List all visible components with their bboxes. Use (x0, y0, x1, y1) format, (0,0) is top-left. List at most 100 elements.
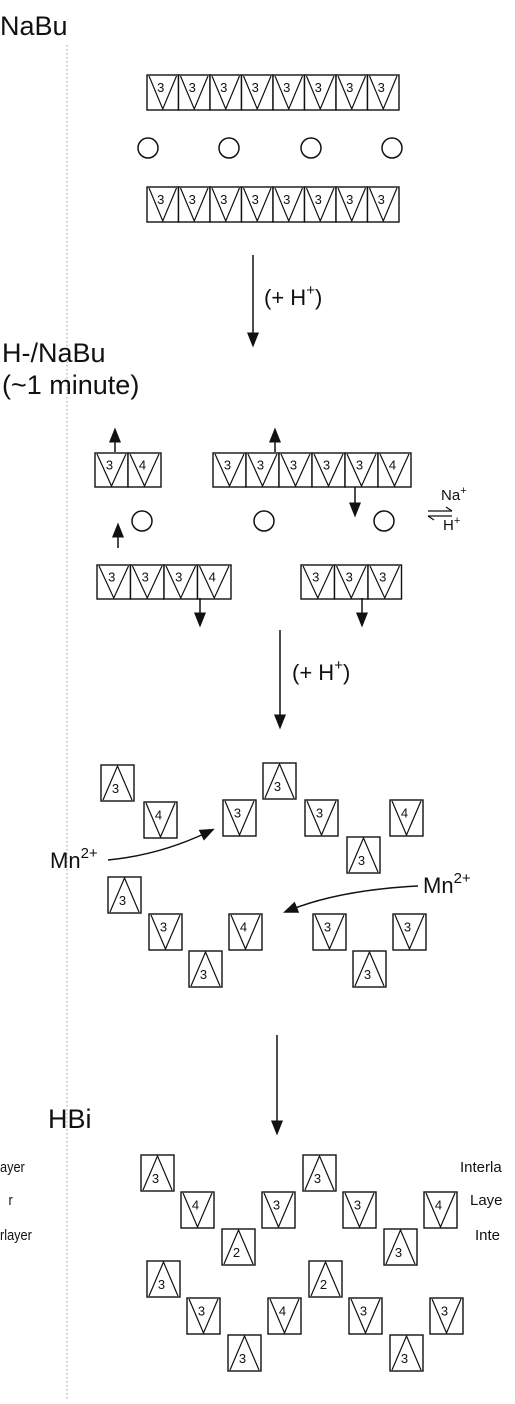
frag-a-oct-0-number: 3 (112, 781, 119, 796)
nabu-bottom-oct-7-box (366, 186, 400, 223)
nabu-bottom-oct-5-triangle (305, 187, 335, 223)
frag-a-oct-1-triangle (145, 802, 176, 839)
frag-b-oct-0-number: 3 (234, 805, 241, 820)
nabu-bottom-oct-2-number: 3 (220, 192, 227, 207)
hnabu-top-left-oct-0-number: 3 (106, 457, 113, 472)
frag-b-oct-2-number: 3 (316, 805, 323, 820)
hbi2-oct-7-number: 3 (441, 1303, 448, 1318)
hnabu-top-right-oct-5-triangle (379, 453, 410, 488)
hbi1-oct-1-triangle (182, 1192, 213, 1229)
nabu-top-oct-4-triangle (274, 75, 304, 111)
hbi1-oct-0-box (140, 1154, 175, 1192)
nabu-top-oct-6-number: 3 (346, 80, 353, 95)
frag-b-oct-2-box (304, 799, 339, 837)
label-nabu: NaBu (0, 11, 68, 41)
frag-c-oct-0-number: 3 (119, 893, 126, 908)
frag-a-oct-0-triangle (102, 764, 133, 801)
hnabu-top-right-oct-3-number: 3 (323, 457, 330, 472)
mn-arrow-right (283, 885, 419, 913)
label-time: (~1 minute) (2, 370, 139, 400)
hbi2-oct-4-triangle (310, 1260, 341, 1297)
hbi1-oct-5-number: 3 (354, 1197, 361, 1212)
frag-d-oct-2-triangle (394, 914, 425, 951)
hbi1-oct-5-box (342, 1191, 377, 1229)
nabu-bottom-oct-4-number: 3 (283, 192, 290, 207)
hbi1-oct-2-triangle (223, 1228, 254, 1265)
frag-b-oct-3-number: 3 (358, 853, 365, 868)
hnabu-top-left-oct-1-box (127, 452, 162, 488)
hnabu-bottom-left-oct-2-number: 3 (175, 569, 182, 584)
hnabu-top-right-oct-4-number: 3 (356, 457, 363, 472)
na-ion-label: Na+ (441, 485, 467, 504)
nabu-bottom-oct-6-number: 3 (346, 192, 353, 207)
hnabu-top-right-oct-2-number: 3 (290, 457, 297, 472)
h-ion-label: H+ (443, 515, 460, 534)
hbi1-oct-3-number: 3 (273, 1197, 280, 1212)
nabu-top-oct-2-number: 3 (220, 80, 227, 95)
frag-d-oct-1-number: 3 (364, 967, 371, 982)
hbi1-oct-3-triangle (263, 1192, 294, 1229)
frag-d-oct-1-triangle (354, 950, 385, 987)
frag-c-oct-0-triangle (109, 876, 140, 913)
sodium-circle-4 (131, 510, 153, 532)
frag-b-oct-4-number: 4 (401, 805, 408, 820)
frag-c-oct-1-number: 3 (160, 919, 167, 934)
mn-ion-right: Mn2+ (423, 870, 471, 898)
hbi2-oct-0-triangle (148, 1260, 179, 1297)
nabu-bottom-oct-5-number: 3 (315, 192, 322, 207)
frag-d-oct-0-triangle (314, 914, 345, 951)
sodium-circle-2 (300, 137, 322, 159)
mn-ion-left: Mn2+ (50, 845, 98, 873)
frag-c-oct-2-triangle (190, 950, 221, 987)
hbi2-oct-6-triangle (391, 1334, 422, 1371)
hbi2-oct-1-number: 3 (198, 1303, 205, 1318)
sodium-circle-0 (137, 137, 159, 159)
hnabu-bottom-left-oct-3-number: 4 (209, 569, 216, 584)
label-hbi: HBi (48, 1104, 92, 1134)
hnabu-bottom-left-oct-2-triangle (165, 565, 197, 600)
nabu-bottom-oct-5-box (303, 186, 337, 223)
hbi2-oct-3-number: 4 (279, 1303, 286, 1318)
hbi2-oct-2-triangle (229, 1334, 260, 1371)
nabu-top-oct-7-number: 3 (378, 80, 385, 95)
frag-b-oct-4-box (389, 799, 424, 837)
frag-b-oct-1-box (262, 762, 297, 800)
sodium-circle-5 (253, 510, 275, 532)
frag-b-oct-1-number: 3 (274, 779, 281, 794)
nabu-bottom-oct-0-triangle (148, 187, 178, 223)
hbi1-oct-7-number: 4 (435, 1197, 442, 1212)
hnabu-bottom-left-oct-0-number: 3 (108, 569, 115, 584)
frag-c-oct-2-box (188, 950, 223, 988)
nabu-top-oct-2-triangle (211, 75, 241, 111)
hnabu-bottom-right-oct-1-triangle (335, 565, 367, 600)
hbi1-oct-0-number: 3 (152, 1171, 159, 1186)
nabu-bottom-oct-6-triangle (337, 187, 367, 223)
hnabu-top-left-oct-0-triangle (96, 453, 127, 488)
hbi2-oct-7-triangle (431, 1298, 462, 1335)
nabu-top-oct-3-number: 3 (252, 80, 259, 95)
hbi1-oct-1-number: 4 (192, 1197, 199, 1212)
hbi2-oct-2-box (227, 1334, 262, 1372)
hnabu-bottom-right-oct-2-triangle (369, 565, 401, 600)
frag-b-oct-1-triangle (264, 762, 295, 799)
frag-b-oct-3-triangle (348, 836, 379, 873)
frag-b-oct-0-triangle (224, 800, 255, 837)
nabu-bottom-oct-7-number: 3 (378, 192, 385, 207)
equilibrium-arrows (427, 506, 453, 521)
hbi1-oct-6-number: 3 (395, 1245, 402, 1260)
frag-b-oct-3-box (346, 836, 381, 874)
frag-c-oct-0-box (107, 876, 142, 914)
hnabu-top-left-oct-1-number: 4 (139, 457, 146, 472)
frag-c-oct-1-triangle (150, 914, 181, 951)
nabu-top-oct-7-triangle (368, 75, 398, 111)
nabu-bottom-oct-7-triangle (368, 187, 398, 223)
hnabu-bottom-right-oct-0-triangle (302, 565, 334, 600)
hbi1-oct-5-triangle (344, 1192, 375, 1229)
hnabu-top-right-oct-2-triangle (280, 453, 311, 488)
nabu-bottom-oct-2-triangle (211, 187, 241, 223)
frag-b-oct-4-triangle (391, 800, 422, 837)
hbi1-oct-4-number: 3 (314, 1171, 321, 1186)
nabu-bottom-oct-1-triangle (179, 187, 209, 223)
nabu-bottom-oct-0-number: 3 (157, 192, 164, 207)
hbi2-oct-5-number: 3 (360, 1303, 367, 1318)
